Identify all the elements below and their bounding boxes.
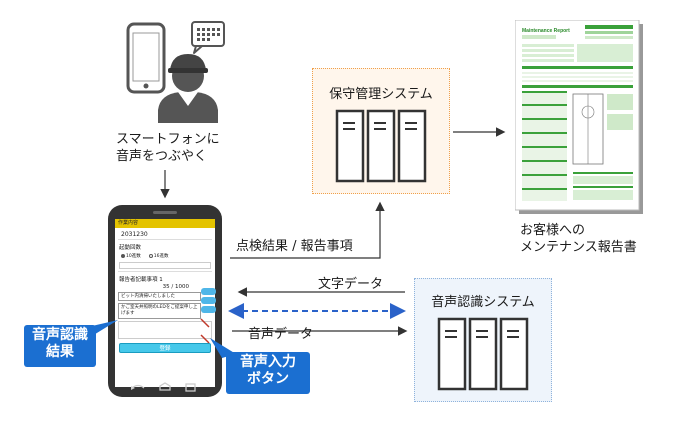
speech-recognition-system-box: 音声認識システム [414, 278, 552, 402]
app-header-bar: 作業内容 [115, 219, 215, 228]
char-counter: 35 / 1000 [162, 284, 189, 290]
startup-count-label: 起動回数 [119, 245, 142, 251]
android-nav-bar [131, 382, 196, 392]
recent-apps-icon [185, 383, 196, 392]
pen-icon [200, 318, 210, 328]
startup-count-input[interactable] [119, 262, 211, 269]
callout-voice-input-line1: 音声入力 [240, 354, 296, 370]
report-notes-area[interactable] [118, 321, 212, 339]
radio-unselected-icon [148, 254, 153, 258]
worker-icon [158, 54, 218, 123]
radio-decimal-label: 10進数 [126, 254, 141, 259]
callout-pointer-right [210, 338, 236, 358]
submit-button[interactable]: 登録 [119, 343, 211, 353]
phone-screen: 作業内容 2031230 起動回数 10進数 16進数 報告者記載事項 1 35… [115, 219, 215, 387]
recognized-text-2[interactable]: かご室天井照明のLEDをご提案申し上げます [118, 303, 201, 319]
mic-button-1[interactable] [201, 288, 216, 295]
callout-recognition-line1: 音声認識 [32, 327, 88, 343]
pen-icon [200, 334, 210, 344]
radio-hex[interactable]: 16進数 [148, 253, 169, 259]
report-caption-line2: メンテナンス報告書 [520, 240, 637, 255]
callout-pointer-left [92, 320, 118, 336]
speech-bubble-icon [191, 21, 225, 54]
callout-voice-input-line2: ボタン [247, 371, 289, 387]
home-icon [159, 382, 171, 391]
report-doc-header: Maintenance Report [522, 28, 570, 34]
maintenance-system-box: 保守管理システム [312, 68, 450, 194]
callout-recognition-line2: 結果 [46, 344, 74, 360]
radio-decimal[interactable]: 10進数 [121, 253, 141, 259]
server-rack-icon [437, 317, 529, 391]
pen-icons [200, 318, 210, 344]
flow-label-voice-data: 音声データ [248, 327, 314, 342]
radio-hex-label: 16進数 [153, 254, 169, 259]
smartphone-device: 作業内容 2031230 起動回数 10進数 16進数 報告者記載事項 1 35… [108, 205, 222, 397]
maintenance-system-title: 保守管理システム [329, 87, 433, 102]
flow-label-text-data: 文字データ [318, 277, 384, 292]
callout-voice-input-button: 音声入力 ボタン [226, 352, 310, 394]
recognized-text-1[interactable]: ビット内清掃いたしました [118, 292, 201, 301]
server-rack-icon [335, 109, 427, 183]
mic-button-3[interactable] [201, 306, 216, 313]
smartphone-caption-line2: 音声をつぶやく [116, 149, 208, 164]
mic-button-2[interactable] [201, 297, 216, 304]
callout-speech-recognition-result: 音声認識 結果 [24, 325, 96, 367]
flow-label-inspection: 点検結果 / 報告事項 [236, 239, 353, 254]
smartphone-illustration [120, 20, 230, 125]
smartphone-caption-line1: スマートフォンに [116, 132, 220, 147]
radio-selected-icon [121, 254, 125, 258]
report-items-label: 報告者記載事項 1 [119, 277, 163, 283]
speech-system-title: 音声認識システム [431, 295, 535, 310]
id-number: 2031230 [121, 231, 148, 238]
report-caption-line1: お客様への [520, 223, 586, 238]
arrow-phone-to-maintenance [230, 201, 385, 259]
maintenance-report-document: Maintenance Report [514, 19, 645, 216]
